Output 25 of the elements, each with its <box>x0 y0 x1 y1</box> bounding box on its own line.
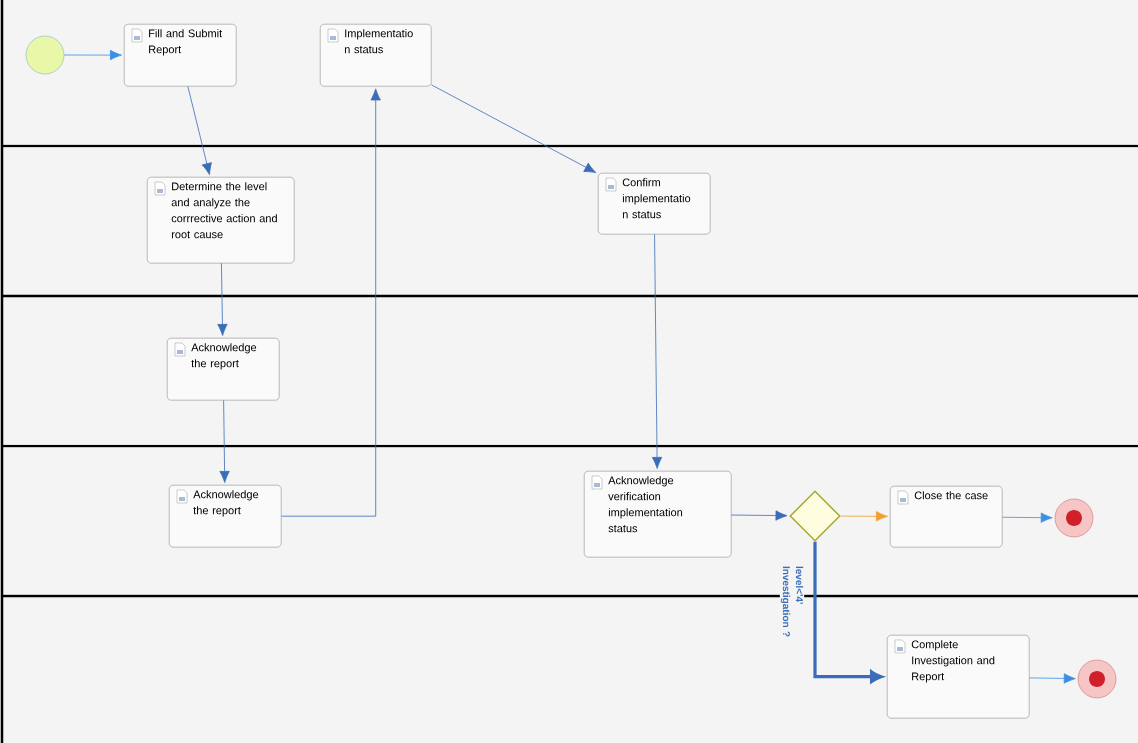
arrow <box>219 400 230 483</box>
task-box: Fill and Submit Report <box>124 24 237 87</box>
arrow <box>63 49 122 61</box>
edge-label: level<'4' Investigation ? <box>779 565 805 659</box>
arrow <box>1029 673 1076 684</box>
arrow <box>217 263 228 336</box>
arrow <box>281 88 381 517</box>
end-event-circle <box>1077 659 1117 699</box>
task-box: Acknowledge the report <box>167 338 280 401</box>
task-box: Confirm implementatio n status <box>598 173 711 235</box>
task-box: Close the case <box>890 486 1003 548</box>
arrow <box>840 511 888 522</box>
arrow <box>431 84 597 173</box>
task-box: Implementatio n status <box>320 24 432 87</box>
start-event-circle <box>25 35 65 75</box>
arrow <box>731 510 788 521</box>
arrow <box>187 86 212 175</box>
arrow <box>1002 512 1053 523</box>
task-box: Complete Investigation and Report <box>887 634 1030 719</box>
task-box: Acknowledge the report <box>169 485 282 548</box>
task-box: Determine the level and analyze the corrrective action and root cause <box>147 177 295 264</box>
gateway-diamond <box>789 490 841 542</box>
arrow <box>651 234 663 469</box>
end-event-circle <box>1054 498 1094 538</box>
task-box: Acknowledge verification implementation status <box>584 471 732 558</box>
